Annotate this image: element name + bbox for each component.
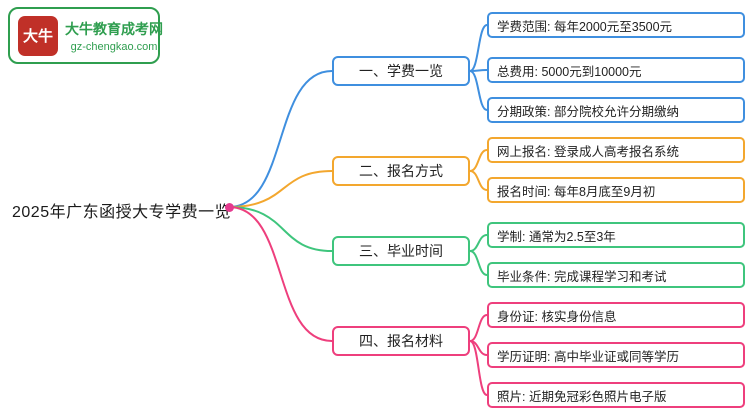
logo-bull-icon: 大牛 bbox=[18, 15, 58, 56]
branch-tuition-overview: 一、学费一览 bbox=[332, 56, 470, 86]
edge-branch1-leaf3 bbox=[469, 70, 488, 111]
branch-registration-method: 二、报名方式 bbox=[332, 156, 470, 186]
leaf-study-duration: 学制: 通常为2.5至3年 bbox=[487, 222, 745, 248]
branch-graduation-time: 三、毕业时间 bbox=[332, 236, 470, 266]
edge-root-branch4 bbox=[228, 206, 333, 342]
leaf-registration-time: 报名时间: 每年8月底至9月初 bbox=[487, 177, 745, 203]
leaf-photo: 照片: 近期免冠彩色照片电子版 bbox=[487, 382, 745, 408]
edge-branch2-leaf2 bbox=[469, 170, 488, 191]
edge-root-branch2 bbox=[228, 170, 333, 208]
root-connector-dot bbox=[225, 203, 234, 212]
leaf-installment-policy: 分期政策: 部分院校允许分期缴纳 bbox=[487, 97, 745, 123]
edge-branch4-leaf3 bbox=[469, 340, 488, 396]
edge-branch3-leaf1 bbox=[469, 234, 488, 252]
edge-branch4-leaf1 bbox=[469, 314, 488, 342]
edge-branch3-leaf2 bbox=[469, 250, 488, 276]
edge-root-branch1 bbox=[228, 70, 333, 208]
logo-text-block: 大牛教育成考网 gz-chengkao.com bbox=[65, 19, 163, 53]
leaf-online-registration: 网上报名: 登录成人高考报名系统 bbox=[487, 137, 745, 163]
site-logo: 大牛 大牛教育成考网 gz-chengkao.com bbox=[8, 7, 163, 64]
leaf-graduation-condition: 毕业条件: 完成课程学习和考试 bbox=[487, 262, 745, 288]
site-name: 大牛教育成考网 bbox=[65, 20, 163, 37]
site-url: gz-chengkao.com bbox=[70, 40, 158, 53]
leaf-education-proof: 学历证明: 高中毕业证或同等学历 bbox=[487, 342, 745, 368]
edge-branch1-leaf1 bbox=[469, 24, 488, 72]
root-topic: 2025年广东函授大专学费一览 bbox=[12, 204, 232, 221]
edge-root-branch3 bbox=[228, 206, 333, 252]
edge-branch2-leaf1 bbox=[469, 149, 488, 172]
leaf-tuition-range: 学费范围: 每年2000元至3500元 bbox=[487, 12, 745, 38]
leaf-total-cost: 总费用: 5000元到10000元 bbox=[487, 57, 745, 83]
edge-branch1-leaf2 bbox=[469, 69, 488, 72]
leaf-id-card: 身份证: 核实身份信息 bbox=[487, 302, 745, 328]
branch-registration-materials: 四、报名材料 bbox=[332, 326, 470, 356]
